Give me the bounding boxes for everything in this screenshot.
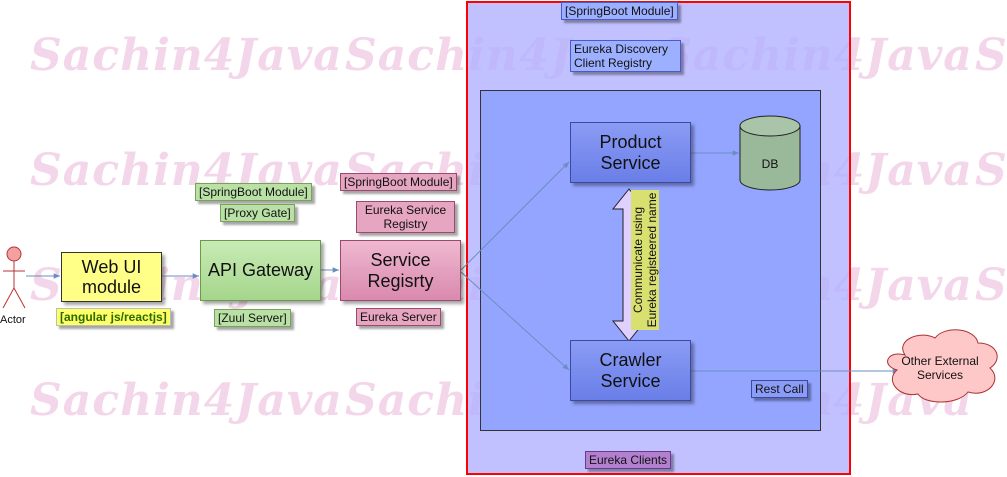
communication-label: Communicate using Eureka registeered nam… xyxy=(631,190,659,330)
watermark-text: Sachin4Java xyxy=(975,30,1007,81)
actor-icon[interactable] xyxy=(2,246,26,309)
watermark-text: Sachin4Java xyxy=(30,375,343,426)
watermark-text: Sachin4Java xyxy=(30,30,343,81)
eureka-clients-tag: Eureka Clients xyxy=(585,451,672,469)
watermark-text: Sachin4Java xyxy=(975,145,1007,196)
discovery-client-tag: Eureka Discovery Client Registry xyxy=(570,40,681,72)
crawler-service-box[interactable]: Crawler Service xyxy=(570,340,691,401)
gateway-server-tag: [Zuul Server] xyxy=(214,309,291,327)
product-service-box[interactable]: Product Service xyxy=(570,122,691,183)
gateway-role-tag: [Proxy Gate] xyxy=(220,204,295,222)
registry-to-crawler-arrow xyxy=(460,271,570,371)
web-ui-title: Web UI module xyxy=(81,257,142,297)
gateway-module-tag: [SpringBoot Module] xyxy=(195,183,312,201)
api-gateway-title: API Gateway xyxy=(207,260,314,280)
db-label: DB xyxy=(761,157,779,171)
client-module-tag: [SpringBoot Module] xyxy=(561,2,678,20)
rest-call-tag: Rest Call xyxy=(751,380,808,398)
api-gateway-box[interactable]: API Gateway xyxy=(200,240,321,301)
watermark-text: Sachin4Java xyxy=(975,260,1007,311)
registry-to-product-arrow xyxy=(460,161,570,271)
registry-module-tag: [SpringBoot Module] xyxy=(340,173,457,191)
actor-label: Actor xyxy=(0,314,26,326)
product-service-title: Product Service xyxy=(599,131,662,173)
registry-role-tag: Eureka Service Registry xyxy=(356,201,455,233)
web-ui-tech-tag: [angular js/reactjs] xyxy=(56,308,171,326)
external-services-label: Other External Services xyxy=(901,354,979,382)
service-registry-box[interactable]: Service Regisrty xyxy=(340,240,461,301)
web-ui-module-box[interactable]: Web UI module xyxy=(61,252,162,302)
service-registry-title: Service Regisrty xyxy=(367,249,434,291)
external-services-cloud[interactable] xyxy=(887,329,998,403)
crawler-service-title: Crawler Service xyxy=(599,349,662,391)
db-cylinder[interactable] xyxy=(739,115,801,191)
registry-server-tag: Eureka Server xyxy=(356,308,441,326)
